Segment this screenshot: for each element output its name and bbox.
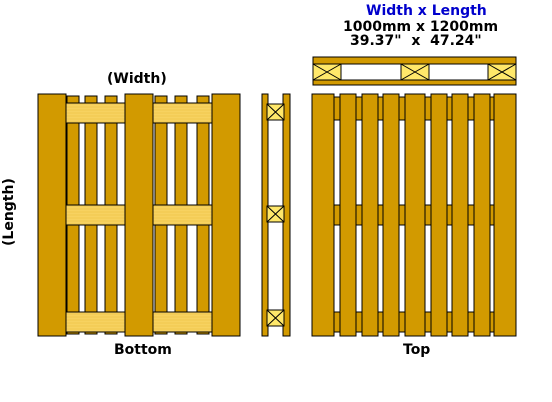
dimension-metric: 1000mm x 1200mm — [343, 19, 499, 35]
pallet-top-view — [311, 93, 517, 337]
bottom-view-main-boards — [37, 93, 241, 337]
length-label: (Length) — [1, 178, 17, 246]
dimension-title: Width x Length — [366, 3, 487, 19]
pallet-side-view — [261, 93, 291, 337]
front-view-blocks — [312, 63, 517, 81]
width-label: (Width) — [107, 71, 167, 87]
top-view-deck-boards — [311, 93, 517, 337]
pallet-front-view — [312, 56, 517, 86]
side-view-blocks — [266, 103, 285, 327]
dimension-imperial: 39.37" x 47.24" — [350, 33, 482, 49]
bottom-label: Bottom — [114, 342, 172, 358]
top-label: Top — [403, 342, 431, 358]
pallet-bottom-view — [37, 93, 241, 337]
